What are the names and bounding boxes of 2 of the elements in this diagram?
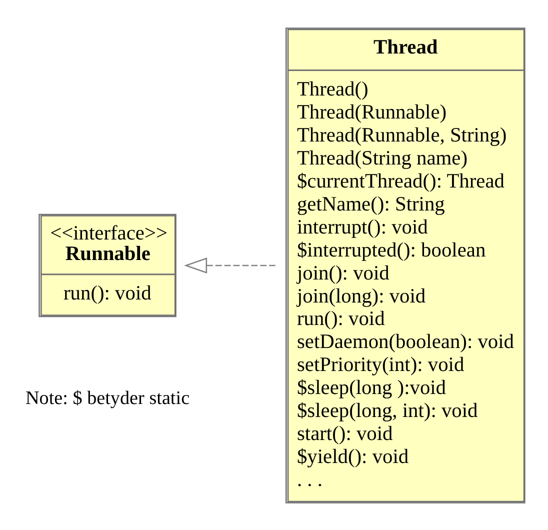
arrow <box>184 256 276 274</box>
label: Note: $ betyder static <box>25 387 190 408</box>
